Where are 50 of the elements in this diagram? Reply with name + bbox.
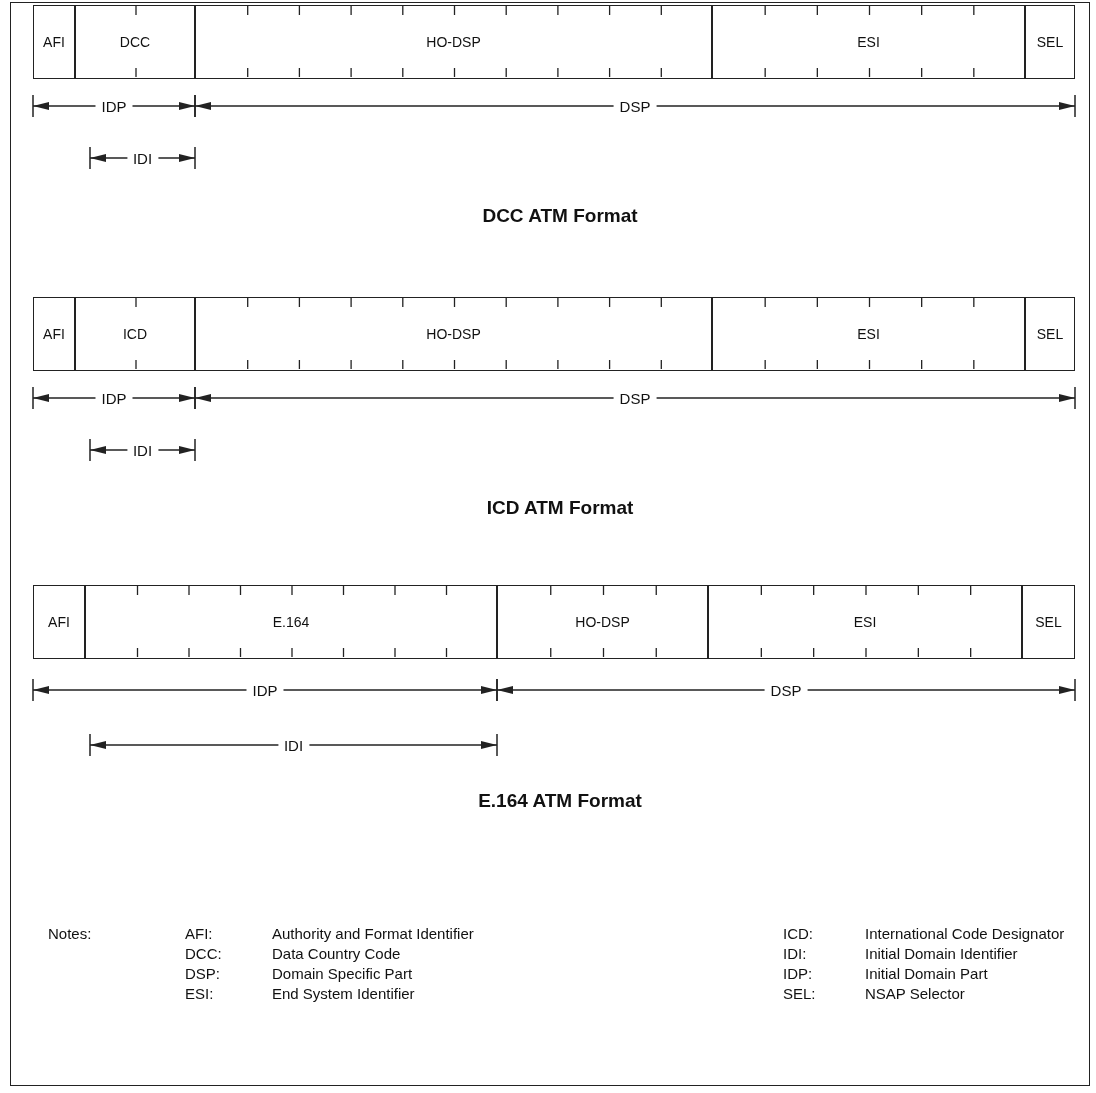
field-label: ESI (856, 34, 881, 50)
abbreviation: DCC: (185, 945, 222, 962)
format-title: ICD ATM Format (486, 497, 634, 519)
definition: NSAP Selector (865, 985, 965, 1002)
abbreviation: DSP: (185, 965, 220, 982)
field-label: DCC (118, 34, 152, 50)
field-box (33, 297, 75, 371)
field-label: HO-DSP (425, 326, 482, 342)
field-label: AFI (42, 34, 66, 50)
field-box (712, 297, 1025, 371)
field-label: E.164 (271, 614, 311, 630)
definition: Initial Domain Part (865, 965, 988, 982)
field-box (75, 297, 195, 371)
field-label: AFI (47, 614, 71, 630)
abbreviation: IDP: (783, 965, 813, 982)
definition: End System Identifier (272, 985, 415, 1002)
definition: Domain Specific Part (272, 965, 413, 982)
field-box (195, 297, 712, 371)
definition: Authority and Format Identifier (272, 925, 474, 942)
notes-heading: Notes: (48, 925, 92, 942)
abbreviation: ICD: (783, 925, 813, 942)
format-title: DCC ATM Format (482, 205, 638, 227)
field-box (1025, 5, 1075, 79)
field-label: SEL (1035, 34, 1065, 50)
definition: Data Country Code (272, 945, 401, 962)
field-label: ESI (856, 326, 881, 342)
format-title: E.164 ATM Format (478, 790, 642, 812)
abbreviation: SEL: (783, 985, 816, 1002)
abbreviation: AFI: (185, 925, 213, 942)
field-box (1025, 297, 1075, 371)
field-box (712, 5, 1025, 79)
field-box (195, 5, 712, 79)
field-box (1022, 585, 1075, 659)
field-label: HO-DSP (574, 614, 631, 630)
field-label: SEL (1034, 614, 1063, 630)
field-label: ESI (852, 614, 878, 630)
definition: Initial Domain Identifier (865, 945, 1018, 962)
field-box (708, 585, 1022, 659)
field-label: ICD (121, 326, 149, 342)
field-label: SEL (1035, 326, 1065, 342)
field-label: AFI (42, 326, 66, 342)
field-box (75, 5, 195, 79)
field-box (33, 5, 75, 79)
field-label: HO-DSP (425, 34, 482, 50)
abbreviation: ESI: (185, 985, 214, 1002)
definition: International Code Designator (865, 925, 1065, 942)
abbreviation: IDI: (783, 945, 807, 962)
field-box (497, 585, 708, 659)
field-box (85, 585, 497, 659)
field-box (33, 585, 85, 659)
